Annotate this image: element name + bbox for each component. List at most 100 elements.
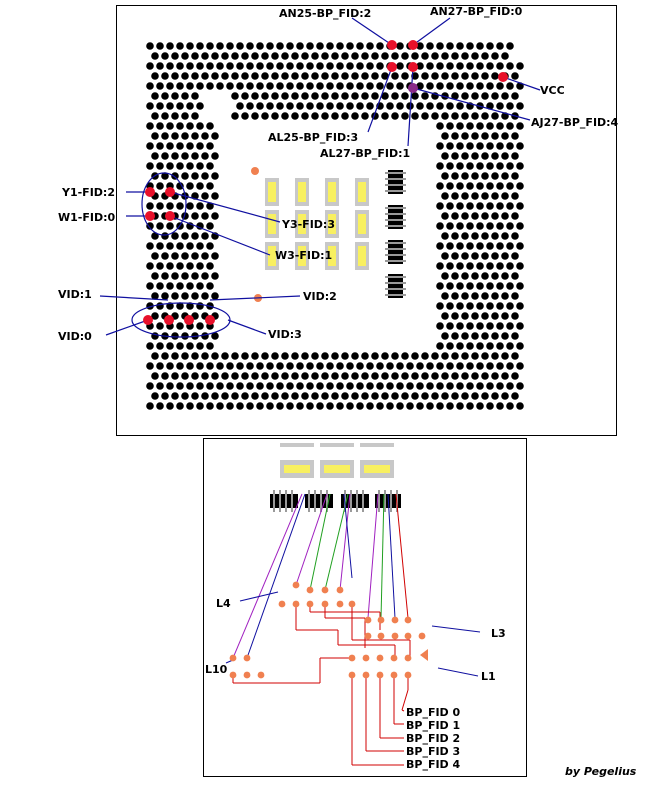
socket-pin (451, 312, 459, 320)
socket-pin (146, 102, 154, 110)
socket-pin (326, 362, 334, 370)
socket-pin (156, 42, 164, 50)
chip-lead (384, 490, 386, 512)
socket-pin (486, 202, 494, 210)
socket-pin (151, 372, 159, 380)
socket-pin (376, 42, 384, 50)
socket-pin (511, 92, 519, 100)
socket-pin (496, 402, 504, 410)
socket-pin (171, 52, 179, 60)
pad (377, 632, 385, 640)
socket-pin (211, 252, 219, 260)
socket-pin (481, 392, 489, 400)
socket-pin (311, 112, 319, 120)
socket-pin (516, 222, 524, 230)
socket-pin (366, 362, 374, 370)
socket-pin (491, 392, 499, 400)
socket-pin (456, 282, 464, 290)
socket-pin (171, 352, 179, 360)
socket-pin (441, 72, 449, 80)
socket-pin (146, 242, 154, 250)
socket-pin (436, 282, 444, 290)
highlighted-pin-purple (408, 83, 418, 93)
socket-pin (461, 332, 469, 340)
socket-pin (501, 92, 509, 100)
socket-pin (411, 352, 419, 360)
socket-pin (246, 42, 254, 50)
socket-pin (341, 372, 349, 380)
socket-pin (471, 52, 479, 60)
socket-pin (146, 162, 154, 170)
socket-pin (416, 102, 424, 110)
socket-pin (461, 92, 469, 100)
socket-pin (206, 222, 214, 230)
socket-pin (416, 382, 424, 390)
socket-pin (186, 122, 194, 130)
socket-pin (511, 212, 519, 220)
socket-pin (146, 222, 154, 230)
socket-pin (481, 52, 489, 60)
socket-pin (146, 262, 154, 270)
socket-pin (191, 152, 199, 160)
socket-pin (476, 122, 484, 130)
socket-pin (496, 302, 504, 310)
socket-pin (176, 282, 184, 290)
socket-pin (201, 172, 209, 180)
socket-pin (171, 132, 179, 140)
socket-pin (201, 272, 209, 280)
chip-lead (385, 172, 406, 174)
socket-pin (311, 352, 319, 360)
socket-pin (496, 342, 504, 350)
socket-pin (516, 242, 524, 250)
socket-pin (421, 352, 429, 360)
socket-pin (371, 372, 379, 380)
socket-pin (166, 82, 174, 90)
socket-pin (341, 72, 349, 80)
socket-pin-grid (146, 42, 524, 410)
capacitor-center (328, 182, 336, 202)
socket-pin (186, 382, 194, 390)
socket-pin (461, 112, 469, 120)
socket-pin (376, 362, 384, 370)
socket-pin (486, 82, 494, 90)
socket-pin (476, 42, 484, 50)
socket-pin (286, 382, 294, 390)
socket-pin (476, 362, 484, 370)
socket-pin (231, 52, 239, 60)
highlighted-pin (145, 187, 155, 197)
socket-pin (351, 392, 359, 400)
pad (376, 654, 384, 662)
socket-pin (156, 322, 164, 330)
socket-pin (496, 42, 504, 50)
label-y3: Y3-FID:3 (281, 218, 335, 231)
socket-pin (441, 352, 449, 360)
socket-pin (456, 82, 464, 90)
socket-pin (301, 92, 309, 100)
socket-pin (506, 202, 514, 210)
socket-pin (216, 62, 224, 70)
socket-pin (511, 392, 519, 400)
socket-pin (316, 62, 324, 70)
socket-pin (291, 72, 299, 80)
trace-segment (380, 493, 385, 619)
socket-pin (361, 392, 369, 400)
socket-pin (171, 252, 179, 260)
socket-pin (231, 372, 239, 380)
capacitor-center (284, 465, 310, 473)
socket-pin (211, 332, 219, 340)
socket-pin (186, 102, 194, 110)
vid-group-ellipse (131, 302, 231, 338)
socket-pin (486, 362, 494, 370)
trace-segment (339, 493, 351, 591)
socket-pin (511, 252, 519, 260)
socket-pin (501, 392, 509, 400)
socket-pin (261, 72, 269, 80)
socket-pin (476, 162, 484, 170)
socket-pin (156, 242, 164, 250)
socket-pin (201, 132, 209, 140)
socket-pin (316, 402, 324, 410)
chip-body (388, 274, 403, 298)
socket-pin (386, 382, 394, 390)
socket-pin (476, 62, 484, 70)
socket-pin (201, 72, 209, 80)
